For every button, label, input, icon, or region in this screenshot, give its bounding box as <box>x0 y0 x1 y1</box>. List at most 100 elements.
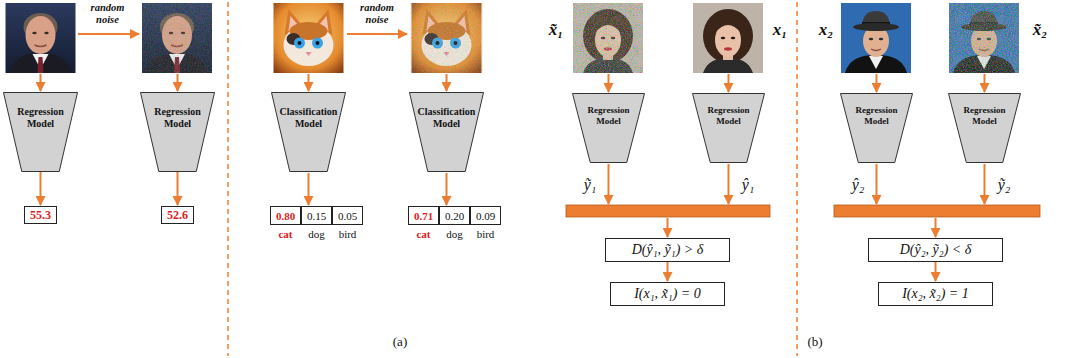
trapezoid-outline <box>692 93 765 163</box>
output-value-box: 52.6 <box>161 206 194 224</box>
comparison-bar <box>566 205 770 217</box>
noisy-face-image <box>949 3 1019 73</box>
model-text-area: Classification Model <box>276 106 342 130</box>
prediction-arrows <box>609 164 985 237</box>
input-arrows <box>41 74 985 92</box>
trapezoid-shape <box>410 93 484 172</box>
trapezoid-outline <box>840 93 913 163</box>
model-name: Regression Model <box>952 105 1016 127</box>
model-text-area: Regression Model <box>696 105 760 127</box>
probability-cell: 0.09 <box>470 206 501 225</box>
panel-label: (b) <box>807 334 822 350</box>
model-trapezoid: Classification Model <box>271 92 346 172</box>
class-name: bird <box>477 228 495 240</box>
model-trapezoid: Regression Model <box>840 93 913 163</box>
flow-arrow <box>667 262 669 281</box>
formula-box: I(x₂, x̃₂) = 1 <box>878 282 993 306</box>
model-name: Classification Model <box>414 106 480 130</box>
output-arrows <box>309 173 447 205</box>
model-text-area: Regression Model <box>145 106 211 130</box>
model-text-area: Regression Model <box>952 105 1016 127</box>
output-value-box: 55.3 <box>24 206 57 224</box>
trapezoid-shape <box>4 93 78 172</box>
model-trapezoid: Regression Model <box>3 92 78 172</box>
image-symbol: x̃₁ <box>549 20 563 40</box>
class-name: dog <box>308 228 325 240</box>
probability-cell: 0.71 <box>408 206 439 225</box>
model-text-area: Regression Model <box>576 105 640 127</box>
class-name: dog <box>446 228 463 240</box>
trapezoid-shape <box>573 94 645 163</box>
noise-label: random noise <box>353 2 401 26</box>
prediction-symbol: ỹ₂ <box>998 176 1011 194</box>
formula-box: I(x₁, x̃₁) = 0 <box>610 282 725 306</box>
noise-arrow <box>78 33 139 35</box>
formula-text: D(ŷ₁, ỹ₁) > δ <box>632 242 704 258</box>
comparison-bar <box>834 205 1040 217</box>
formula-text: I(x₁, x̃₁) = 0 <box>634 286 701 302</box>
probability-cell: 0.80 <box>270 206 301 225</box>
noise-overlay <box>142 3 212 73</box>
model-trapezoid: Classification Model <box>409 92 484 172</box>
output-value: 52.6 <box>167 208 188 223</box>
face-image <box>841 3 911 73</box>
image-symbol: x₂ <box>819 20 833 40</box>
noise-overlay <box>573 3 643 73</box>
trapezoid-outline <box>271 92 346 172</box>
cat-image <box>274 3 344 73</box>
trapezoid-outline <box>572 93 645 163</box>
formula-text: D(ŷ₂, ỹ₂) < δ <box>900 242 972 258</box>
probability-cell: 0.20 <box>439 206 470 225</box>
trapezoid-outline <box>3 92 78 172</box>
flow-arrow <box>177 172 179 205</box>
formula-box: D(ŷ₁, ỹ₁) > δ <box>605 238 730 262</box>
model-name: Classification Model <box>276 106 342 130</box>
model-name: Regression Model <box>8 106 74 130</box>
class-name: bird <box>339 228 357 240</box>
model-name: Regression Model <box>696 105 760 127</box>
model-text-area: Classification Model <box>414 106 480 130</box>
flow-arrow <box>40 172 42 205</box>
model-trapezoid: Regression Model <box>692 93 765 163</box>
panel-separator <box>796 2 798 356</box>
output-value: 55.3 <box>30 208 51 223</box>
probability-cell: 0.15 <box>301 206 332 225</box>
model-name: Regression Model <box>576 105 640 127</box>
image-symbol: x̃₂ <box>1033 20 1047 40</box>
model-trapezoid: Regression Model <box>948 93 1021 163</box>
trapezoid-shape <box>949 94 1021 163</box>
panel-label: (a) <box>393 334 407 350</box>
noisy-face-image <box>573 3 643 73</box>
image-symbol: x₁ <box>773 20 787 40</box>
trapezoid-shape <box>141 93 215 172</box>
noise-overlay <box>949 3 1019 73</box>
trapezoid-shape <box>272 93 346 172</box>
prediction-symbol: ŷ₁ <box>742 176 755 194</box>
model-trapezoid: Regression Model <box>140 92 215 172</box>
face-image <box>693 3 763 73</box>
formula-text: I(x₂, x̃₂) = 1 <box>902 286 969 302</box>
trapezoid-outline <box>948 93 1021 163</box>
formula-box: D(ŷ₂, ỹ₂) < δ <box>868 238 1003 262</box>
trapezoid-outline <box>140 92 215 172</box>
noise-overlay <box>410 3 483 73</box>
probability-cell: 0.05 <box>332 206 363 225</box>
model-trapezoid: Regression Model <box>572 93 645 163</box>
trapezoid-outline <box>409 92 484 172</box>
noisy-face-image <box>142 3 212 73</box>
class-name: cat <box>278 228 292 240</box>
trapezoid-shape <box>693 94 765 163</box>
prediction-symbol: ỹ₁ <box>584 176 597 194</box>
model-text-area: Regression Model <box>8 106 74 130</box>
noise-label: random noise <box>84 2 132 26</box>
noise-arrow <box>347 33 407 35</box>
class-name: cat <box>416 228 430 240</box>
flow-arrow <box>935 262 937 281</box>
prediction-symbol: ŷ₂ <box>852 176 865 194</box>
trapezoid-shape <box>841 94 913 163</box>
panel-separator <box>227 2 229 356</box>
model-name: Regression Model <box>145 106 211 130</box>
model-name: Regression Model <box>844 105 908 127</box>
